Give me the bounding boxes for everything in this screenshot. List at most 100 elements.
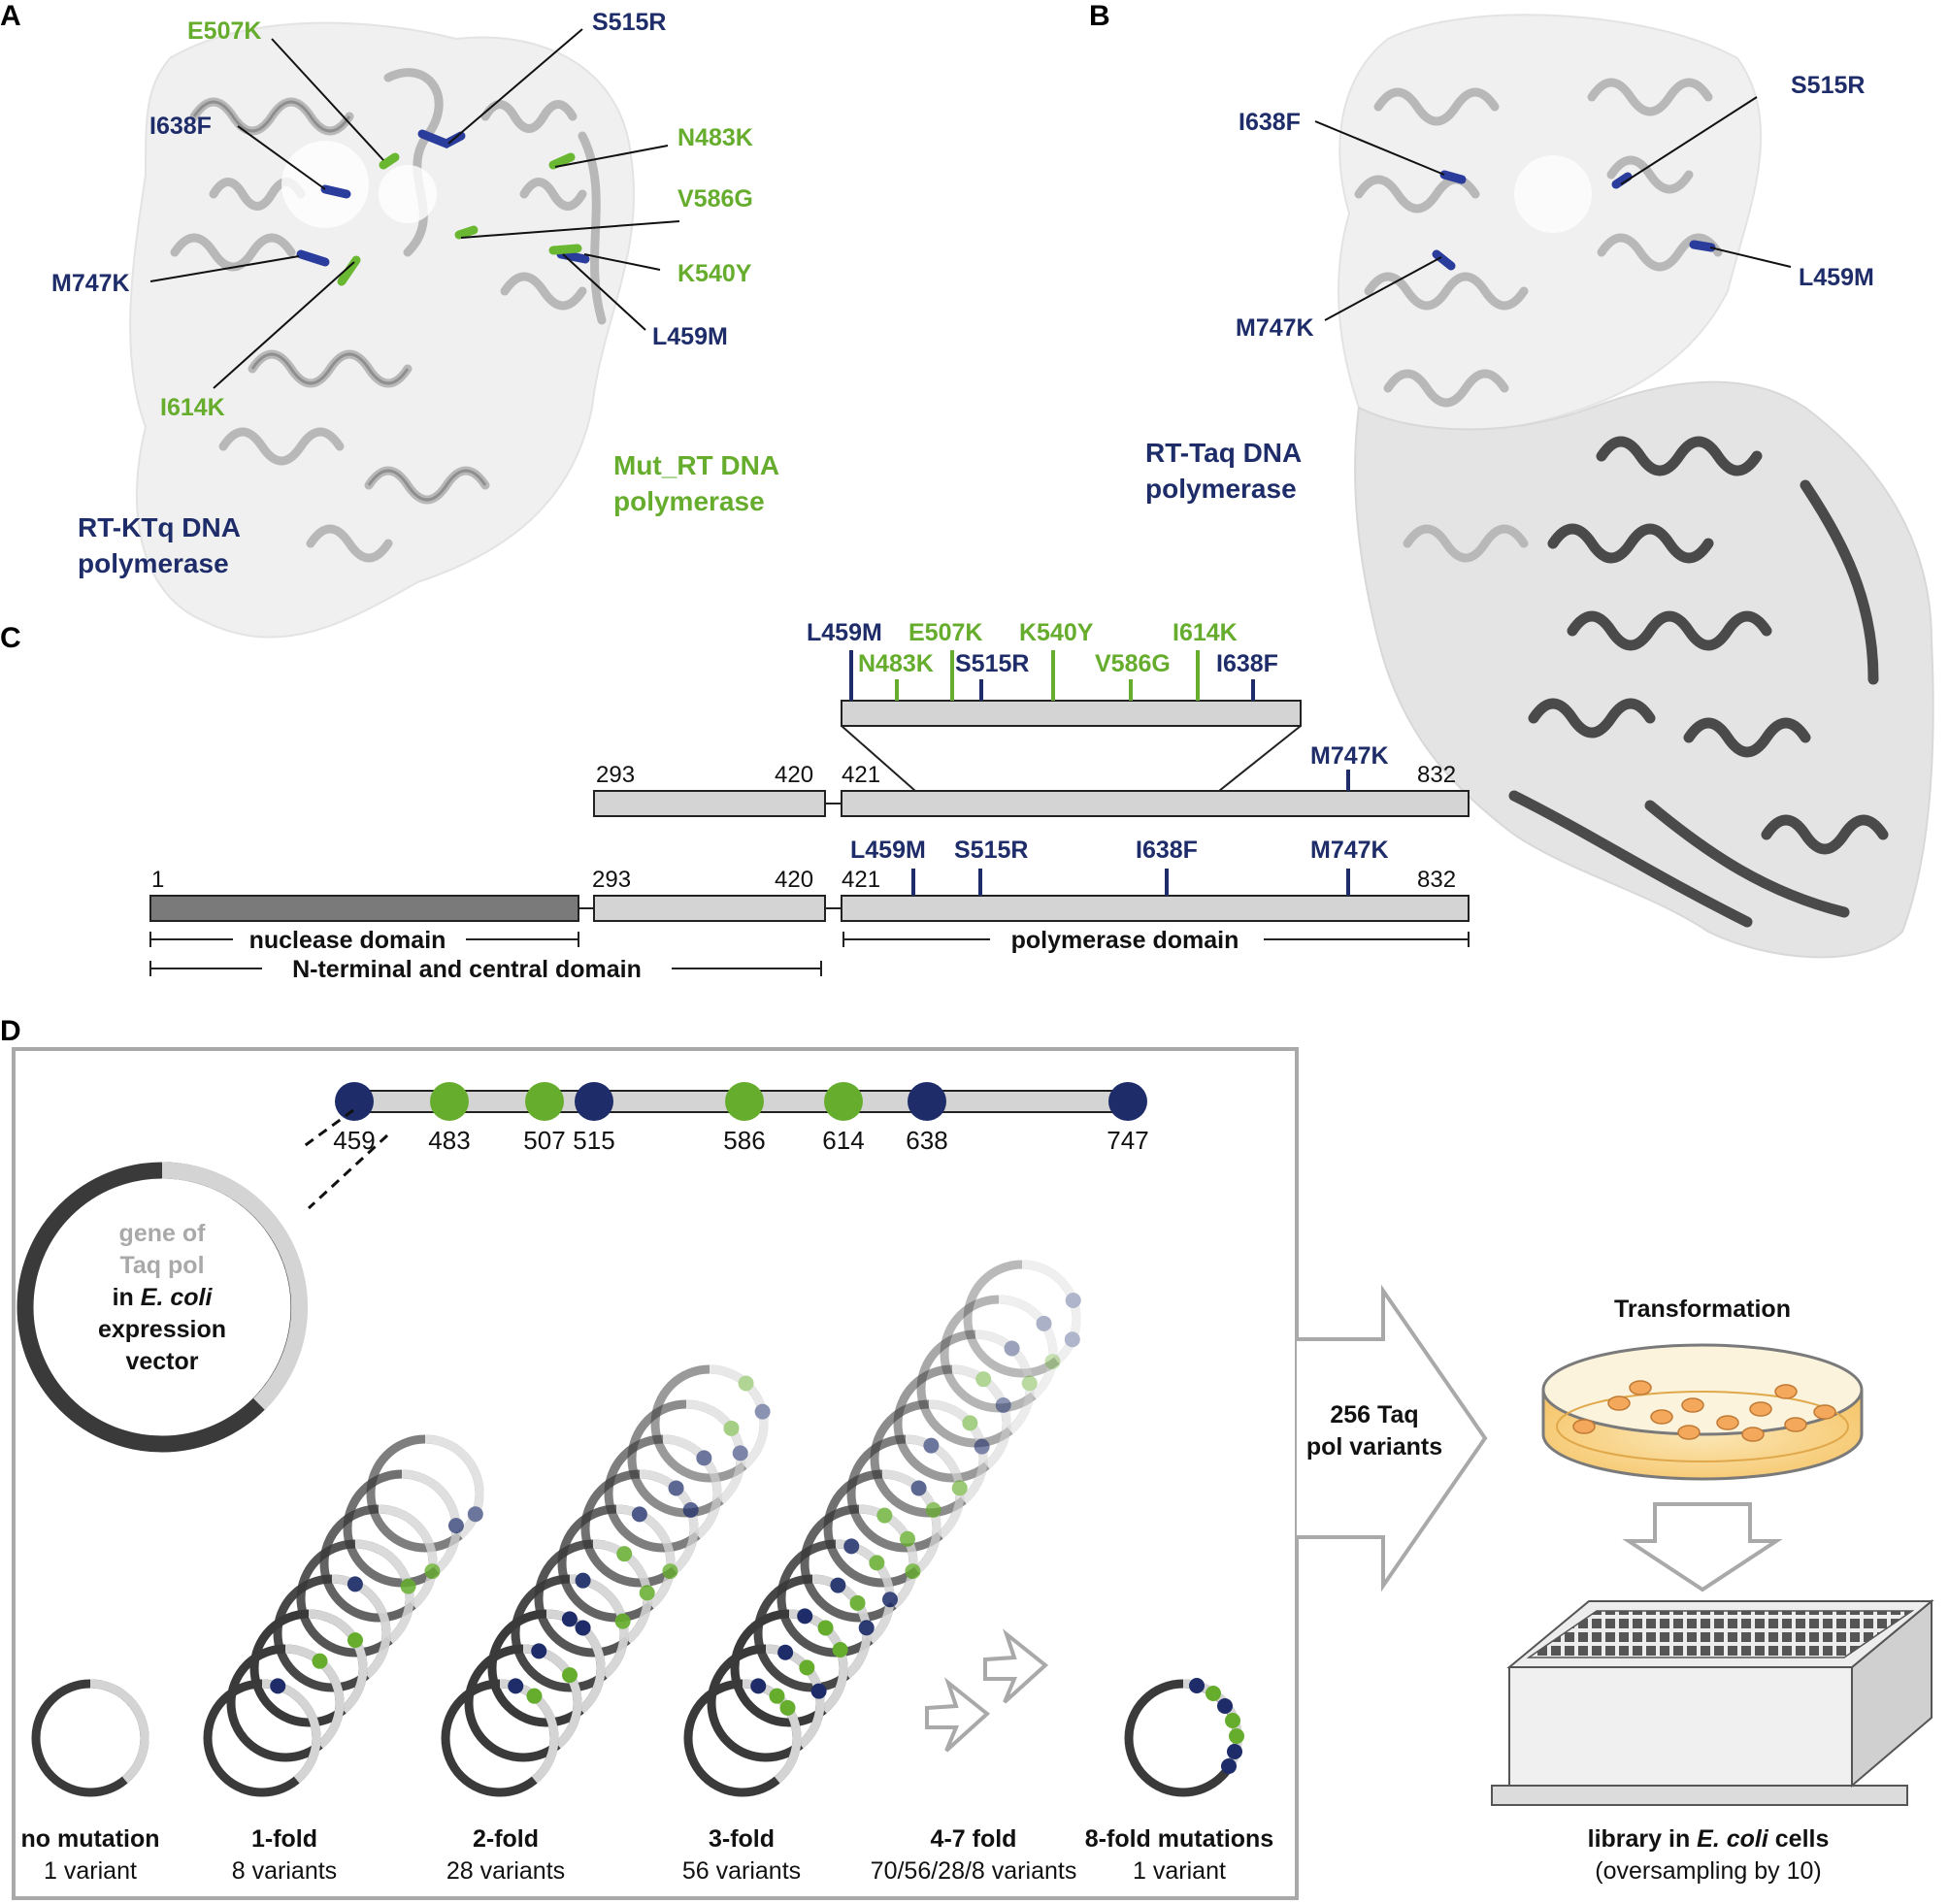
plasmid-text-5: vector [125,1348,198,1375]
position-dot-586 [725,1082,764,1121]
plasmid-stack-3fold-ring [944,1299,1060,1408]
polymerase-domain-label: polymerase domain [1011,927,1239,954]
group-count: 1 variant [1133,1857,1226,1885]
position-dot-638 [908,1082,946,1121]
mutrt-label-line1: Mut_RT DNA [613,450,779,480]
mut-label-i614k: I614K [160,394,225,421]
plasmid-text-4: expression [98,1316,226,1343]
group-count: 1 variant [44,1857,137,1885]
position-number: 483 [428,1126,470,1155]
library-label: library in E. coli cells [1588,1825,1830,1853]
group-labels: no mutation 1 variant 1-fold 8 variants 2-fo… [20,1825,1273,1885]
bottom-l459m: L459M [850,837,926,864]
plasmid-text-1: gene of [119,1220,207,1247]
down-arrow [1629,1504,1776,1590]
b-mut-label-s515r: S515R [1791,72,1865,99]
c-top-v586g: V586G [1095,650,1171,677]
arrow-text-line1: 256 Taq [1330,1401,1418,1428]
position-dot-459 [335,1082,374,1121]
bottom-num-1: 1 [151,867,164,893]
position-number: 586 [723,1126,765,1155]
group-title: no mutation [20,1825,159,1853]
group-count: 8 variants [232,1857,337,1885]
position-number: 614 [822,1126,864,1155]
mid-bar-central [594,791,825,816]
bottom-i638f: I638F [1136,837,1198,864]
c-top-s515r: S515R [955,650,1029,677]
plasmid-stack-2fold-ring [632,1404,748,1513]
rttaq-label-line2: polymerase [1145,474,1297,504]
position-dot-515 [575,1082,613,1121]
b-mut-label-l459m: L459M [1799,264,1874,291]
group-count: 56 variants [682,1857,801,1885]
bottom-num-832: 832 [1417,867,1456,893]
bottom-num-293: 293 [592,867,631,893]
bottom-bar-nuclease [150,896,578,921]
bottom-num-420: 420 [775,867,813,893]
group-title: 1-fold [251,1825,317,1853]
mut-label-i638f: I638F [149,113,212,140]
group-count: 28 variants [446,1857,565,1885]
well-plate [1492,1601,1932,1805]
rtktq-label-line1: RT-KTq DNA [78,512,241,542]
arrow-text-line2: pol variants [1306,1433,1442,1461]
plasmid-stack-2fold-ring [655,1369,771,1478]
mut-label-k540y: K540Y [677,260,752,287]
position-number: 515 [573,1126,614,1155]
position-number: 507 [523,1126,565,1155]
plasmid-no-mutation [36,1684,145,1792]
c-top-k540y: K540Y [1019,619,1094,646]
panel-b-letter: B [1089,0,1110,32]
mid-m747k: M747K [1310,742,1389,770]
plasmid-text-2: Taq pol [119,1252,204,1279]
rtktq-label-line2: polymerase [78,548,229,578]
position-number: 747 [1107,1126,1148,1155]
panel-a-letter: A [0,0,21,32]
c-top-e507k: E507K [908,619,982,646]
petri-dish [1543,1345,1862,1479]
c-top-i614k: I614K [1173,619,1238,646]
mid-num-420: 420 [775,762,813,788]
group-count: 70/56/28/8 variants [871,1857,1077,1885]
group-title: 4-7 fold [931,1825,1017,1853]
plasmid-text-3: in E. coli [113,1284,214,1311]
c-top-n483k: N483K [858,650,934,677]
fold-arrows-icon [927,1634,1045,1751]
eightfold-plasmid [1129,1678,1244,1792]
position-dot-747 [1108,1082,1147,1121]
mut-label-v586g: V586G [677,185,753,213]
mut-label-n483k: N483K [677,124,753,151]
c-top-i638f: I638F [1216,650,1278,677]
mut-label-m747k: M747K [51,270,130,297]
mut-label-l459m: L459M [652,323,728,350]
group-title: 2-fold [473,1825,539,1853]
plasmid-variant-stacks [36,1264,1081,1792]
transformation-label: Transformation [1614,1296,1791,1323]
mut-label-s515r: S515R [592,9,666,36]
bottom-num-421: 421 [842,867,880,893]
mid-bar-polymerase [842,791,1469,816]
mutrt-label-line2: polymerase [613,486,765,516]
oversampling-label: (oversampling by 10) [1595,1857,1821,1885]
mid-num-293: 293 [596,762,635,788]
panel-c-letter: C [0,622,21,654]
plasmid-stack-1fold-ring [347,1474,464,1583]
position-dot-483 [430,1082,469,1121]
bottom-m747k: M747K [1310,837,1389,864]
zoom-line-right [1219,726,1301,791]
position-dot-507 [525,1082,564,1121]
mut-label-e507k: E507K [187,17,261,45]
group-title: 8-fold mutations [1085,1825,1273,1853]
mid-num-832: 832 [1417,762,1456,788]
group-title: 3-fold [709,1825,775,1853]
position-number: 638 [906,1126,947,1155]
b-mut-label-i638f: I638F [1239,109,1301,136]
nterminal-domain-label: N-terminal and central domain [292,956,642,983]
bottom-bar-central [594,896,825,921]
panel-d-letter: D [0,1015,21,1047]
b-mut-label-m747k: M747K [1236,314,1314,342]
bottom-s515r: S515R [954,837,1028,864]
rttaq-label-line1: RT-Taq DNA [1145,438,1302,468]
